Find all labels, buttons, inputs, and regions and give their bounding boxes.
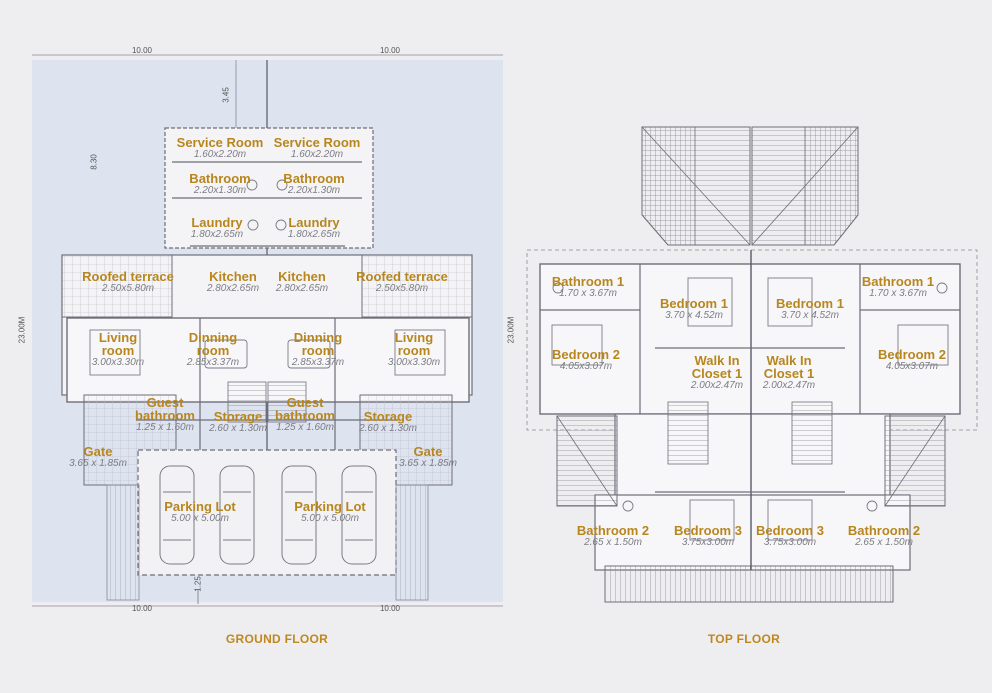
dim-setback: 8.30 bbox=[89, 154, 99, 170]
top-floor-title: TOP FLOOR bbox=[707, 632, 781, 646]
top-floor-plan bbox=[526, 126, 978, 603]
dim-front: 3.45 bbox=[221, 87, 231, 103]
dim-top-left: 10.00 bbox=[131, 46, 153, 55]
ground-floor-title: GROUND FLOOR bbox=[225, 632, 329, 646]
ground-floor-plan bbox=[32, 54, 503, 607]
dim-bottom-right: 10.00 bbox=[379, 604, 401, 613]
dim-bottom-left: 10.00 bbox=[131, 604, 153, 613]
dim-side: 23.00M bbox=[17, 316, 27, 344]
dim-top-right: 10.00 bbox=[379, 46, 401, 55]
dim-top-floor-side: 23.00M bbox=[506, 316, 516, 344]
dim-rear: 1.25 bbox=[193, 576, 203, 592]
